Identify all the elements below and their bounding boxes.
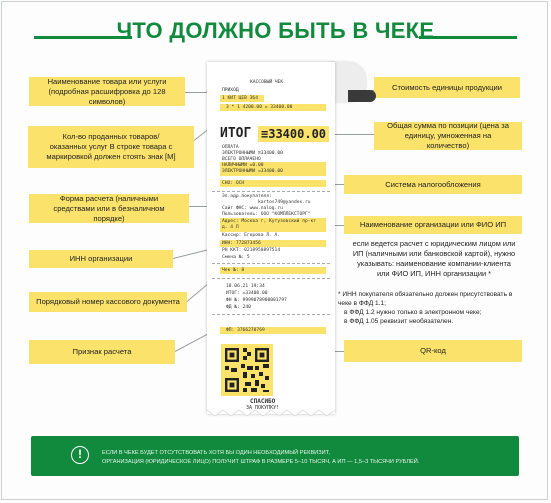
receipt-divider <box>212 278 330 279</box>
receipt-tear-edge <box>207 410 335 417</box>
receipt-site: Сайт ФНС: www.nalog.ru <box>222 206 283 211</box>
label-org-inn: ИНН организации <box>29 250 173 268</box>
exclamation-icon: ! <box>71 446 89 464</box>
label-doc-number: Порядковый номер кассового документа <box>29 292 187 312</box>
receipt-item: 1 КИТ ЦЕВ 3б4 <box>222 96 258 101</box>
receipt-address-2: д. 4 П <box>222 225 239 230</box>
receipt-user: Пользователь: ООО "КОМПЛЕКСТОРГ" <box>222 212 311 217</box>
receipt-divider <box>212 263 330 264</box>
receipt-vat-3: ЭЛЕКТРОННЫМИ =33400.00 <box>222 169 283 174</box>
receipt-address: Адрес: Москва г, Кутузовский пр-кт <box>222 219 317 224</box>
label-qr-code: QR-код <box>344 340 522 362</box>
label-tax-system: Система налогообложения <box>344 175 522 194</box>
receipt-sno: СНО: ОСН <box>222 181 245 186</box>
highlight-fp <box>220 327 326 334</box>
connector-payment <box>189 206 211 207</box>
receipt-email-label: Эл.адр.покупателя: <box>222 194 272 199</box>
label-payment-form: Форма расчета (наличными средствами или … <box>29 194 189 223</box>
receipt-cashier: Кассир: Егорова Л. А. <box>222 233 281 238</box>
highlight-sno <box>220 180 326 187</box>
receipt-fd: ФД №: 240 <box>226 305 251 310</box>
receipt-vat-1: ВСЕГО ОПЛАЧЕНО <box>222 157 261 162</box>
receipt-total-value: ≡33400.00 <box>258 126 330 142</box>
receipt-roll-core <box>348 90 376 102</box>
receipt-divider <box>212 191 330 192</box>
footnote-line-3: в ФФД 1.05 реквизит необязателен. <box>344 318 454 325</box>
receipt-fp: ФП: 3766270769 <box>226 328 265 333</box>
footer-text: ЕСЛИ В ЧЕКЕ БУДЕТ ОТСУТСТВОВАТЬ ХОТЯ БЫ … <box>102 449 419 467</box>
receipt-email: kartos749@yandex.ru <box>258 200 311 205</box>
receipt-thanks: СПАСИБО <box>250 398 276 405</box>
highlight-item-calc <box>220 104 326 111</box>
footnote-line-1: * ИНН покупателя обязательно должен прис… <box>338 291 513 307</box>
highlight-item <box>220 95 264 102</box>
receipt-itog-2: ИТОГ: =33400.00 <box>226 291 268 296</box>
footnote: * ИНН покупателя обязательно должен прис… <box>338 290 524 326</box>
title-line-right <box>419 36 517 39</box>
footnote-line-2: в ФФД 1.2 нужно только в электронном чек… <box>344 309 482 316</box>
receipt-payment-line: ЭЛЕКТРОННЫМИ ≡33400.00 <box>222 151 283 156</box>
label-item-name: Наименование товара или услуги (подробна… <box>29 77 185 106</box>
label-quantity: Кол-во проданных товаров/оказанных услуг… <box>28 126 194 168</box>
page-title: ЧТО ДОЛЖНО БЫТЬ В ЧЕКЕ <box>116 18 435 43</box>
highlight-chek <box>220 267 326 274</box>
label-org-name: Наименование организации или ФИО ИП <box>344 216 522 234</box>
footer-line-2: ОРГАНИЗАЦИЯ (ЮРИДИЧЕСКОЕ ЛИЦО) ПОЛУЧИТ Ш… <box>102 459 420 465</box>
receipt-type: ПРИХОД <box>222 88 239 93</box>
connector-item-name <box>185 92 225 93</box>
receipt-fn: ФН №: 9999078900001797 <box>226 298 287 303</box>
receipt-datetime: 18.06.21 19:34 <box>226 284 265 289</box>
receipt-payment-label: ОПЛАТА <box>222 145 239 150</box>
receipt-divider <box>212 314 330 315</box>
side-note-text: если ведется расчет с юридическим лицом … <box>352 239 516 278</box>
receipt-item-calc: 3 * 1 4200.00 = 33400.00 <box>226 105 293 110</box>
receipt-rn: РН ККТ: 0218958897514 <box>222 248 281 253</box>
footer-line-1: ЕСЛИ В ЧЕКЕ БУДЕТ ОТСУТСТВОВАТЬ ХОТЯ БЫ … <box>102 450 330 456</box>
receipt-vat-2: НАЛИЧНЫМИ =0.00 <box>222 163 264 168</box>
receipt-smena: Смена №: 5 <box>222 255 250 260</box>
receipt-header: КАССОВЫЙ ЧЕК <box>250 80 284 85</box>
highlight-payment <box>220 162 326 176</box>
highlight-address <box>220 218 326 232</box>
receipt-chek: Чек №: 8 <box>222 268 245 273</box>
receipt-total-label: ИТОГ <box>220 126 252 141</box>
receipt-inn: ИНН: 772873456 <box>222 241 261 246</box>
highlight-inn <box>220 240 326 247</box>
receipt-thanks-2: ЗА ПОКУПКУ! <box>246 405 280 411</box>
qr-code-icon <box>221 344 273 396</box>
label-unit-cost: Стоимость единицы продукции <box>374 77 520 98</box>
title-line-left <box>34 36 132 39</box>
label-calc-sign: Признак расчета <box>29 340 175 364</box>
footer-banner <box>31 436 519 476</box>
label-total-sum: Общая сумма по позиции (цена за единицу,… <box>374 121 522 150</box>
connector-total <box>318 134 374 135</box>
